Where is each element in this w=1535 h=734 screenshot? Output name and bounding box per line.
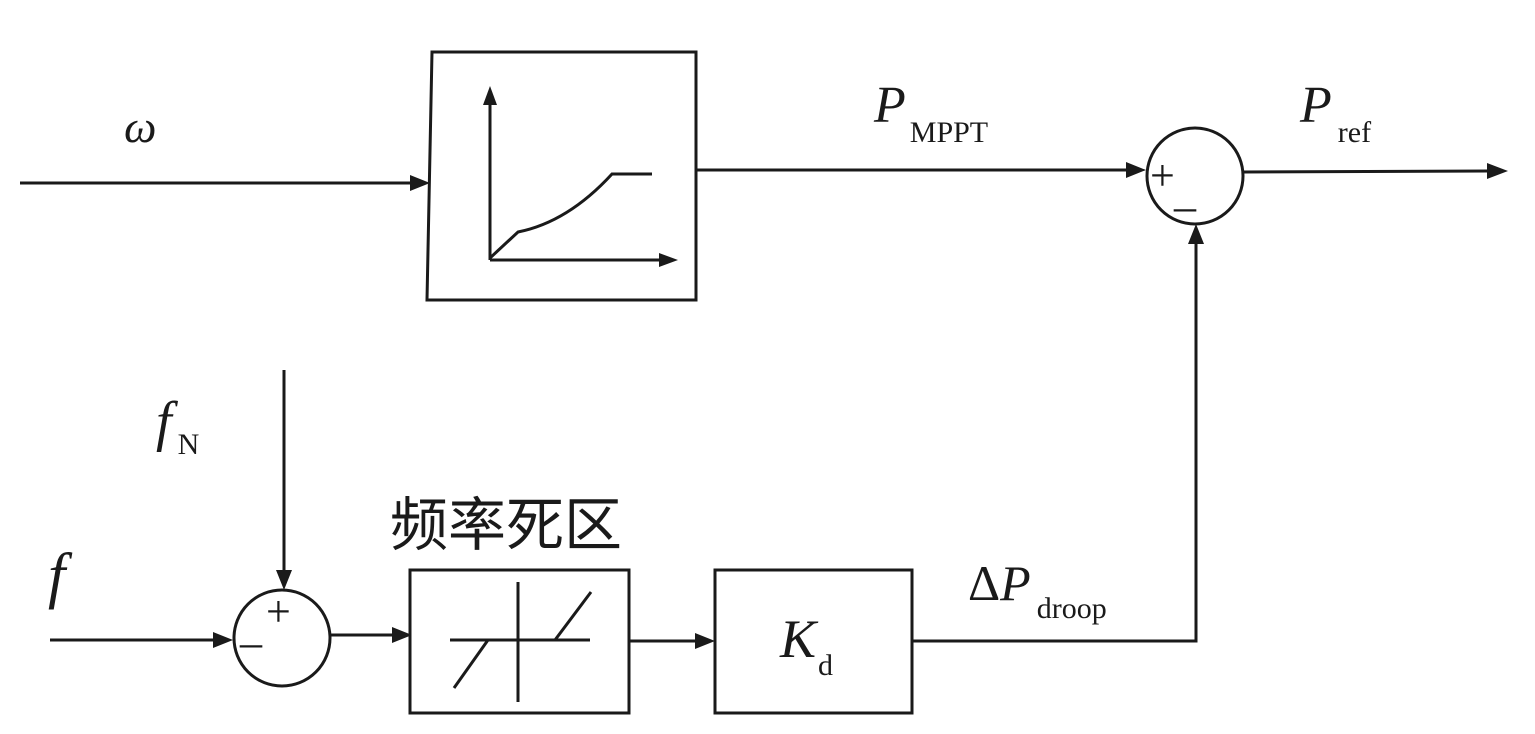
deadband-block-label: 频率死区	[390, 491, 622, 559]
delta-symbol: Δ	[968, 555, 1000, 611]
f-nominal-subscript: N	[178, 428, 200, 461]
f-input-line	[50, 632, 233, 648]
p-ref-output-line	[1242, 163, 1508, 179]
delta-p-droop-subscript: droop	[1037, 592, 1107, 625]
omega-input-line	[20, 175, 430, 191]
mppt-curve-block	[425, 50, 698, 302]
deadband-output-line	[629, 633, 715, 649]
p-ref-subscript: ref	[1338, 116, 1371, 149]
mppt-curve-graph	[483, 86, 678, 267]
deadband-characteristic	[450, 582, 593, 702]
omega-label: ω	[124, 101, 156, 152]
gain-block: Kd	[713, 568, 914, 715]
p-ref-main: P	[1299, 77, 1332, 134]
sum-top-minus-sign: _	[1173, 167, 1197, 216]
f-label: f	[48, 542, 73, 610]
deadband-block	[408, 568, 631, 715]
delta-p-droop-feedback-line	[912, 224, 1204, 643]
p-mppt-subscript: MPPT	[910, 116, 988, 149]
summing-junction-top: + _	[1145, 126, 1245, 226]
sum-bottom-plus-sign: +	[266, 587, 291, 636]
gain-label: Kd	[779, 609, 833, 682]
p-mppt-main: P	[873, 77, 906, 134]
f-nominal-line	[276, 370, 292, 590]
gain-main: K	[779, 609, 819, 669]
error-signal-line	[330, 627, 412, 643]
sum-bottom-minus-sign: _	[239, 603, 263, 652]
sum-top-plus-sign: +	[1150, 151, 1175, 200]
delta-p-droop-main: P	[999, 555, 1031, 611]
f-nominal-main: f	[156, 391, 179, 453]
p-mppt-line	[696, 162, 1146, 178]
gain-subscript: d	[818, 649, 833, 682]
summing-junction-bottom: + _	[232, 587, 332, 688]
